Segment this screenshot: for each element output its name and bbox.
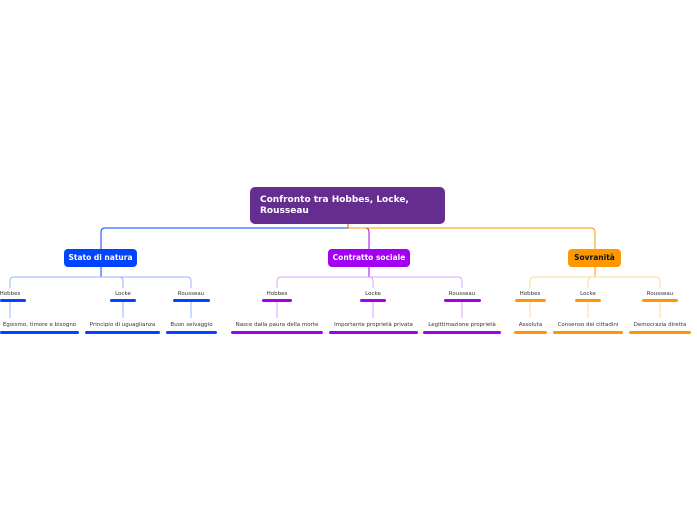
sub-node-label[interactable]: Rousseau: [448, 291, 476, 297]
sub-node-underline: [515, 299, 546, 302]
sub-node-underline: [173, 299, 210, 302]
sub-node-label[interactable]: Rousseau: [177, 291, 205, 297]
leaf-node-underline: [85, 331, 160, 334]
sub-node-label[interactable]: Hobbes: [266, 291, 288, 297]
sub-node-label[interactable]: Hobbes: [519, 291, 541, 297]
root-title: Confronto tra Hobbes, Locke, Rousseau: [260, 195, 409, 216]
sub-node-label[interactable]: Locke: [580, 291, 596, 297]
leaf-node-underline: [231, 331, 323, 334]
sub-node-underline: [642, 299, 678, 302]
leaf-node-label[interactable]: Assoluta: [518, 322, 543, 328]
root-node[interactable]: Confronto tra Hobbes, Locke, Rousseau: [250, 187, 445, 224]
leaf-node-label[interactable]: Buon selvaggio: [170, 322, 213, 328]
leaf-node-underline: [629, 331, 691, 334]
branch-stato-di-natura[interactable]: Stato di natura: [64, 249, 137, 267]
sub-node-underline: [262, 299, 292, 302]
leaf-node-label[interactable]: Democrazia diretta: [633, 322, 687, 328]
leaf-node-label[interactable]: Principio di uguaglianza: [89, 322, 156, 328]
leaf-node-underline: [514, 331, 547, 334]
leaf-node-underline: [553, 331, 623, 334]
leaf-node-label[interactable]: Egoismo, timore e bisogno: [2, 322, 77, 328]
leaf-node-label[interactable]: Consenso dei cittadini: [557, 322, 619, 328]
sub-node-label[interactable]: Locke: [365, 291, 381, 297]
leaf-node-underline: [329, 331, 418, 334]
leaf-node-underline: [0, 331, 79, 334]
leaf-node-label[interactable]: Legittimazione proprietà: [428, 322, 496, 328]
leaf-node-label[interactable]: Importante proprietà privata: [334, 322, 413, 328]
leaf-node-underline: [166, 331, 217, 334]
sub-node-label[interactable]: Locke: [115, 291, 131, 297]
leaf-node-label[interactable]: Nasce dalla paura della morte: [235, 322, 319, 328]
sub-node-underline: [0, 299, 26, 302]
sub-node-underline: [575, 299, 601, 302]
branch-sovranita[interactable]: Sovranità: [568, 249, 621, 267]
sub-node-label[interactable]: Hobbes: [0, 291, 21, 297]
branch-contratto-sociale[interactable]: Contratto sociale: [328, 249, 410, 267]
sub-node-underline: [360, 299, 386, 302]
leaf-node-underline: [423, 331, 501, 334]
sub-node-label[interactable]: Rousseau: [646, 291, 674, 297]
sub-node-underline: [444, 299, 481, 302]
sub-node-underline: [110, 299, 136, 302]
